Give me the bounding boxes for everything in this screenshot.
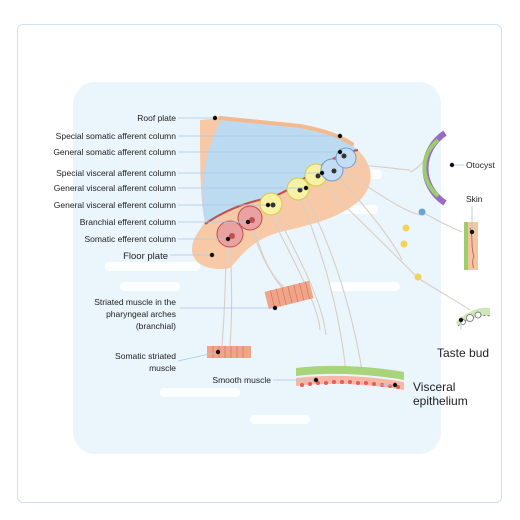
- ganglia: [400, 208, 426, 281]
- general-somatic-afferent-nucleus: [320, 158, 344, 182]
- label-somatic-efferent: Somatic efferent column: [85, 234, 177, 244]
- label-visceral-line2: epithelium: [413, 394, 468, 408]
- label-somatic-striated-line2: muscle: [149, 363, 176, 373]
- branchial-muscle: [264, 280, 314, 310]
- leader-dots: [209, 115, 475, 388]
- label-skin: Skin: [466, 194, 483, 204]
- label-striated-branchial-line2: pharyngeal arches: [106, 309, 176, 319]
- label-branchial-efferent: Branchial efferent column: [80, 217, 177, 227]
- label-special-somatic-afferent: Special somatic afferent column: [56, 131, 177, 141]
- label-striated-branchial-line3: (branchial): [136, 321, 176, 331]
- label-floor-plate: Floor plate: [123, 251, 168, 262]
- skin: [464, 222, 478, 270]
- roof-plate-shape: [218, 116, 354, 146]
- general-visceral-afferent-nucleus: [286, 177, 310, 201]
- smooth-muscle-band: [296, 365, 404, 380]
- label-striated-branchial-line1: Striated muscle in the: [94, 297, 176, 307]
- somatic-muscle: [207, 346, 251, 358]
- background-stripes: [105, 170, 400, 424]
- label-general-somatic-afferent: General somatic afferent column: [53, 147, 176, 157]
- label-general-visceral-efferent: General visceral efferent column: [54, 200, 176, 210]
- taste-bud: [456, 307, 491, 327]
- general-visceral-efferent-nucleus: [259, 192, 283, 216]
- label-general-visceral-afferent: General visceral afferent column: [54, 183, 176, 193]
- label-smooth-muscle: Smooth muscle: [212, 375, 271, 385]
- branchial-efferent-nucleus: [237, 205, 263, 231]
- ventricle: [202, 118, 358, 222]
- label-somatic-striated-line1: Somatic striated: [115, 351, 176, 361]
- label-visceral-line1: Visceral: [413, 380, 455, 394]
- label-otocyst: Otocyst: [466, 160, 495, 170]
- label-special-visceral-afferent: Special visceral afferent column: [56, 168, 176, 178]
- label-taste-bud: Taste bud: [437, 346, 489, 360]
- label-roof-plate: Roof plate: [137, 113, 176, 123]
- otocyst: [422, 130, 447, 206]
- somatic-efferent-nucleus: [216, 220, 244, 248]
